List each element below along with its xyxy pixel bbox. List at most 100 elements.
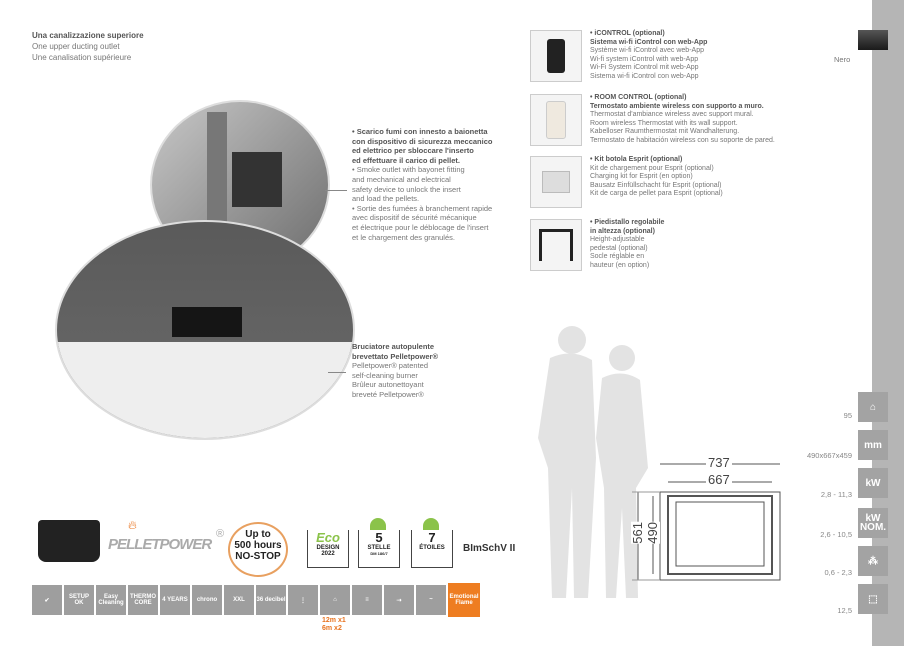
stelle-label: STELLE: [367, 545, 391, 551]
people-silhouette: [538, 326, 648, 598]
air-flow-icon: ⇢: [384, 585, 414, 615]
callout-title: con dispositivo di sicurezza meccanico: [352, 136, 493, 146]
callout-line-text: breveté Pelletpower®: [352, 389, 424, 399]
registered-mark: ®: [216, 528, 225, 540]
option-line: Wi-fi system iControl with web-App: [590, 55, 699, 63]
callout-title: brevettato Pelletpower®: [352, 351, 438, 361]
spec-consumption: 0,6 - 2,3: [824, 568, 852, 577]
ducting-length: 12m x1: [322, 617, 346, 624]
star-icon: [370, 518, 386, 530]
callout-line-text: Pelletpower® patented: [352, 361, 428, 371]
nonstop-line: 500 hours: [234, 540, 282, 551]
ducting-length: 6m x2: [322, 625, 342, 632]
option-subtitle: Termostato ambiente wireless con support…: [590, 102, 764, 110]
option-subtitle: in altezza (optional): [590, 227, 655, 235]
option-line: Kit de chargement pour Esprit (optional): [590, 164, 714, 172]
flame-kw-icon: kW: [858, 468, 888, 498]
warranty-icon: 4 YEARS: [160, 585, 190, 615]
option-line: pedestal (optional): [590, 244, 648, 252]
callout-line-text: and load the pellets.: [352, 194, 420, 204]
ecodesign-badge: Eco DESIGN 2022: [307, 530, 349, 568]
hopper-icon: ⬚: [858, 584, 888, 614]
eco-year: 2022: [321, 551, 335, 557]
callout-title: ed elettrico per sbloccare l'inserto: [352, 146, 474, 156]
spec-power: 2,8 - 11,3: [820, 490, 852, 499]
option-line: Termostato de habitación wireless con su…: [590, 136, 775, 144]
control-panel-icon: ⋮: [288, 585, 318, 615]
callout-line: [325, 190, 347, 191]
decibel-icon: 36 decibel: [256, 585, 286, 615]
option-icontrol: • iCONTROL (optional) Sistema wi-fi iCon…: [530, 30, 830, 82]
callout-line-text: and mechanical and electrical: [352, 174, 451, 184]
safety-icon: ✔: [32, 585, 62, 615]
pedestal-icon: [530, 219, 582, 271]
easy-cleaning-icon: Easy Cleaning: [96, 585, 126, 615]
pellet-power-icon: ~: [416, 585, 446, 615]
option-line: Système wi-fi iControl avec web-App: [590, 47, 704, 54]
pellet-icon: ⁂: [858, 546, 888, 576]
charging-hatch-icon: [530, 156, 582, 208]
option-title: • Piedistallo regolabile: [590, 219, 665, 226]
eco-text: Eco: [316, 530, 340, 545]
spec-dimensions: 490x667x459: [806, 451, 852, 460]
nonstop-badge: Up to 500 hours NO-STOP: [228, 522, 288, 577]
burner-image: [38, 520, 100, 562]
option-pedestal: • Piedistallo regolabile in altezza (opt…: [530, 219, 830, 271]
callout-line-text: self-cleaning burner: [352, 370, 418, 380]
spec-hopper: 12,5: [837, 606, 852, 615]
callout-title: • Scarico fumi con innesto a baionetta: [352, 127, 488, 136]
header-it: Una canalizzazione superiore: [32, 31, 144, 40]
pelletpower-logo: PELLETPOWER: [108, 536, 212, 553]
callout-line-text: • Sortie des fumées à branchement rapide: [352, 203, 493, 213]
option-kit-botola: • Kit botola Esprit (optional) Kit de ch…: [530, 156, 830, 208]
eco-design-text: DESIGN: [316, 545, 340, 551]
callout-title: ed effettuare il carico di pellet.: [352, 155, 460, 165]
thermo-core-icon: THERMO CORE: [128, 585, 158, 615]
dimension-height-outer: 561: [630, 522, 645, 544]
callout-line-text: Brûleur autonettoyant: [352, 380, 424, 390]
burner-callout: Bruciatore autopulente brevettato Pellet…: [352, 342, 438, 400]
burner-photo: [55, 220, 355, 440]
option-room-control: • ROOM CONTROL (optional) Termostato amb…: [530, 94, 830, 146]
callout-title: Bruciatore autopulente: [352, 342, 435, 351]
side-strip: [872, 0, 904, 646]
option-line: Sistema wi-fi iControl con web-App: [590, 72, 699, 80]
ducting-icon: ⌂: [320, 585, 350, 615]
emotional-flame-icon: Emotional Flame: [448, 583, 480, 617]
option-line: Charging kit for Esprit (en option): [590, 173, 693, 180]
setup-ok-icon: SETUP OK: [64, 585, 94, 615]
option-title: • ROOM CONTROL (optional): [590, 94, 687, 101]
stelle-dm: DM 186/7: [370, 551, 388, 556]
callout-line-text: et le chargement des granulés.: [352, 232, 455, 242]
option-line: Height-adjustable: [590, 236, 645, 243]
option-line: Kit de carga de pellet para Esprit (opti…: [590, 190, 723, 197]
house-icon: ⌂: [858, 392, 888, 422]
color-swatch-nero[interactable]: [858, 30, 888, 50]
nonstop-line: NO-STOP: [235, 551, 281, 562]
smartphone-icon: [530, 30, 582, 82]
option-line: hauteur (en option): [590, 261, 650, 269]
stelle-badge: 5 STELLE DM 186/7: [358, 530, 400, 568]
flame-icon: 🔥︎: [128, 518, 137, 532]
dimension-drawing: [632, 463, 781, 581]
callout-line-text: et électrique pour le déblocage de l'ins…: [352, 222, 489, 232]
blmschv-badge: BImSchV II: [463, 543, 516, 554]
dimension-height-inner: 490: [645, 522, 660, 544]
mechanical-safety-icon: ≡: [352, 585, 382, 615]
option-title: • Kit botola Esprit (optional): [590, 156, 683, 163]
kw-nominal-icon: kW NOM.: [858, 508, 888, 538]
option-line: Socle réglable en: [590, 253, 645, 260]
option-line: Room wireless Thermostat with its wall s…: [590, 119, 738, 127]
option-line: Wi-Fi System iControl mit web-App: [590, 64, 699, 71]
header-en: One upper ducting outlet: [32, 42, 120, 51]
dimensions-icon: mm: [858, 430, 888, 460]
spec-heating-volume: 95: [843, 411, 852, 420]
option-subtitle: Sistema wi-fi iControl con web-App: [590, 38, 708, 46]
stelle-count: 5: [375, 530, 383, 545]
callout-line-text: avec dispositif de sécurité mécanique: [352, 213, 477, 223]
header-fr: Une canalisation supérieure: [32, 53, 132, 62]
callout-line: [328, 372, 346, 373]
etoiles-count: 7: [428, 530, 436, 545]
option-line: Thermostat d'ambiance wireless avec supp…: [590, 111, 754, 118]
chrono-icon: chrono: [192, 585, 222, 615]
